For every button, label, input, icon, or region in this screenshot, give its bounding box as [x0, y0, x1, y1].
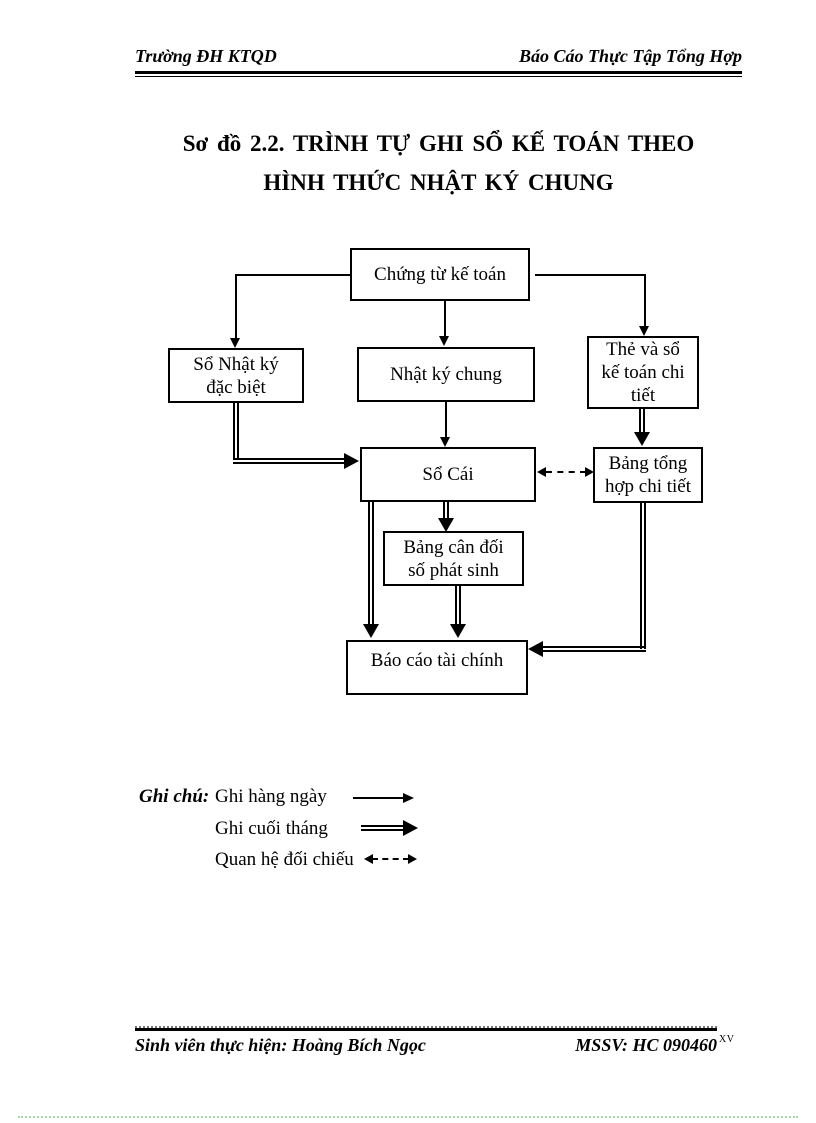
arrow-bangcandoi-baocao-v — [455, 586, 461, 625]
arrowhead-right-icon — [585, 467, 594, 477]
arrow-socai-baocao-v — [368, 502, 374, 625]
flow-box-so-nhat-ky-dac-biet: Sổ Nhật ký đặc biệt — [168, 348, 304, 403]
arrowhead-down-icon — [638, 326, 649, 336]
box-label: tiết — [630, 385, 656, 406]
flow-box-the-va-so-ke-toan-chi-tiet: Thẻ và sổ kế toán chi tiết — [587, 336, 699, 409]
flow-box-chung-tu-ke-toan: Chứng từ kế toán — [350, 248, 530, 301]
arrow-chungtu-thevaso-v — [644, 274, 646, 327]
arrow-sonhatky-socai-v — [233, 402, 239, 460]
arrowhead-down-icon — [230, 338, 240, 348]
box-label: Bảng cân đối — [403, 536, 504, 558]
legend-item-daily: Ghi hàng ngày — [215, 786, 327, 807]
box-label: kế toán chi — [601, 362, 685, 383]
diagram-title: Sơ đồ 2.2. TRÌNH TỰ GHI SỔ KẾ TOÁN THEO … — [135, 124, 742, 202]
footer-student-text: Sinh viên thực hiện: Hoàng Bích Ngọc — [135, 1034, 426, 1055]
arrowhead-right-icon — [403, 792, 414, 803]
header-right-text: Báo Cáo Thực Tập Tổng Hợp — [519, 46, 742, 66]
flow-box-bang-can-doi-so-phat-sinh: Bảng cân đối số phát sinh — [383, 531, 524, 586]
arrow-bangtonghop-baocao-h — [543, 646, 646, 652]
arrowhead-down-icon — [439, 437, 450, 447]
box-label: đặc biệt — [206, 376, 266, 398]
legend-item-reconcile: Quan hệ đối chiếu — [215, 849, 354, 870]
box-label: Chứng từ kế toán — [374, 264, 506, 285]
header-rule-thin — [135, 75, 742, 77]
arrowhead-left-icon — [528, 641, 543, 657]
arrowhead-down-icon — [438, 336, 449, 346]
page-footer: Sinh viên thực hiện: Hoàng Bích Ngọc MSS… — [135, 1026, 717, 1056]
arrowhead-down-icon — [363, 624, 379, 638]
box-label: hợp chi tiết — [604, 476, 692, 497]
arrow-chungtu-nhatkychung-v — [444, 301, 446, 337]
arrow-sonhatky-socai-h — [233, 458, 345, 464]
arrow-bangtonghop-baocao-v — [640, 503, 646, 649]
arrowhead-down-icon — [438, 518, 454, 532]
header-rule-thick — [135, 71, 742, 74]
page-header: Trường ĐH KTQD Báo Cáo Thực Tập Tổng Hợp — [135, 44, 742, 77]
diagram-title-line2: HÌNH THỨC NHẬT KÝ CHUNG — [263, 170, 614, 195]
page-number: xv — [719, 1031, 735, 1046]
header-left-text: Trường ĐH KTQD — [135, 46, 277, 66]
legend-item-monthly: Ghi cuối tháng — [215, 818, 328, 839]
box-label: Nhật ký chung — [390, 364, 502, 385]
arrowhead-right-icon — [403, 820, 418, 836]
arrowhead-left-icon — [537, 467, 546, 477]
arrow-socai-bangtonghop-dashed — [546, 471, 586, 473]
arrow-thevaso-bangtonghop-v — [639, 409, 645, 433]
page-boundary-dots — [18, 1116, 798, 1118]
arrow-chungtu-sonhatky-v — [235, 274, 237, 339]
flow-box-so-cai: Sổ Cái — [360, 447, 536, 502]
box-label: Thẻ và sổ — [606, 339, 680, 360]
footer-rule-dotted — [135, 1026, 717, 1028]
arrowhead-right-icon — [344, 453, 359, 469]
legend-double-arrow-line — [361, 825, 404, 831]
arrow-chungtu-thevaso-h — [535, 274, 645, 276]
arrowhead-left-icon — [364, 854, 373, 864]
flow-box-bang-tong-hop-chi-tiet: Bảng tổng hợp chi tiết — [593, 447, 703, 503]
box-label: Báo cáo tài chính — [370, 650, 504, 671]
flow-box-nhat-ky-chung: Nhật ký chung — [357, 347, 535, 402]
arrowhead-right-icon — [408, 854, 417, 864]
box-label: số phát sinh — [408, 559, 499, 581]
arrowhead-down-icon — [450, 624, 466, 638]
arrow-socai-bangcandoi-v — [443, 502, 449, 519]
legend-title: Ghi chú: — [139, 786, 210, 807]
footer-rule-solid — [135, 1028, 717, 1031]
flow-box-bao-cao-tai-chinh: Báo cáo tài chính — [346, 640, 528, 695]
legend-dashed-arrow-line — [372, 858, 409, 860]
legend-single-arrow-line — [353, 797, 404, 799]
box-label: Bảng tổng — [608, 453, 688, 474]
box-label: Sổ Nhật ký — [193, 353, 279, 375]
footer-mssv-text: MSSV: HC 090460 — [575, 1034, 717, 1055]
box-label: Sổ Cái — [422, 464, 474, 485]
arrow-nhatkychung-socai-v — [445, 402, 447, 438]
arrowhead-down-icon — [634, 432, 650, 446]
diagram-title-line1: Sơ đồ 2.2. TRÌNH TỰ GHI SỔ KẾ TOÁN THEO — [182, 131, 695, 156]
arrow-chungtu-sonhatky-h — [236, 274, 351, 276]
